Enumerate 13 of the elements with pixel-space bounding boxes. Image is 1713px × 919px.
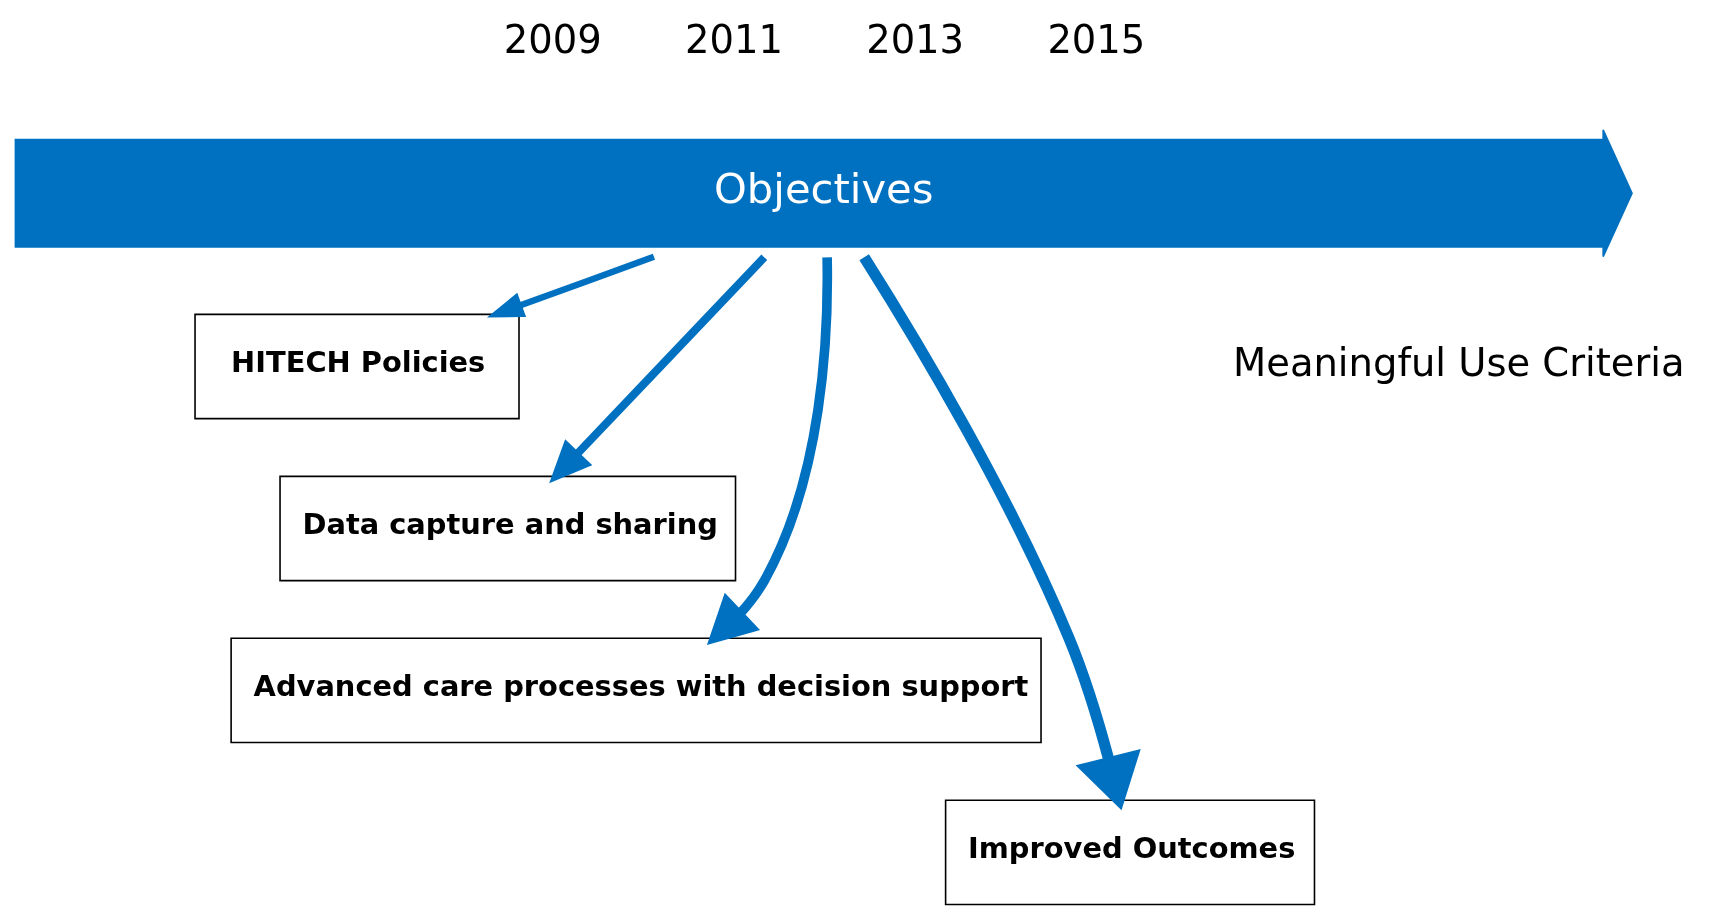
- arrow: [706, 257, 832, 646]
- label: 2013: [865, 17, 964, 63]
- node-box: Improved Outcomes: [944, 799, 1315, 906]
- arrow: [858, 254, 1141, 811]
- label: 2015: [1046, 17, 1145, 63]
- label: 2009: [503, 17, 602, 63]
- arrow: [548, 254, 767, 484]
- arrow: [486, 253, 655, 318]
- node-box: Advanced care processes with decision support: [229, 637, 1042, 744]
- label: 2011: [684, 17, 783, 63]
- label: Meaningful Use Criteria: [1232, 340, 1685, 386]
- node-box: Data capture and sharing: [278, 475, 736, 582]
- node-box: HITECH Policies: [193, 313, 520, 420]
